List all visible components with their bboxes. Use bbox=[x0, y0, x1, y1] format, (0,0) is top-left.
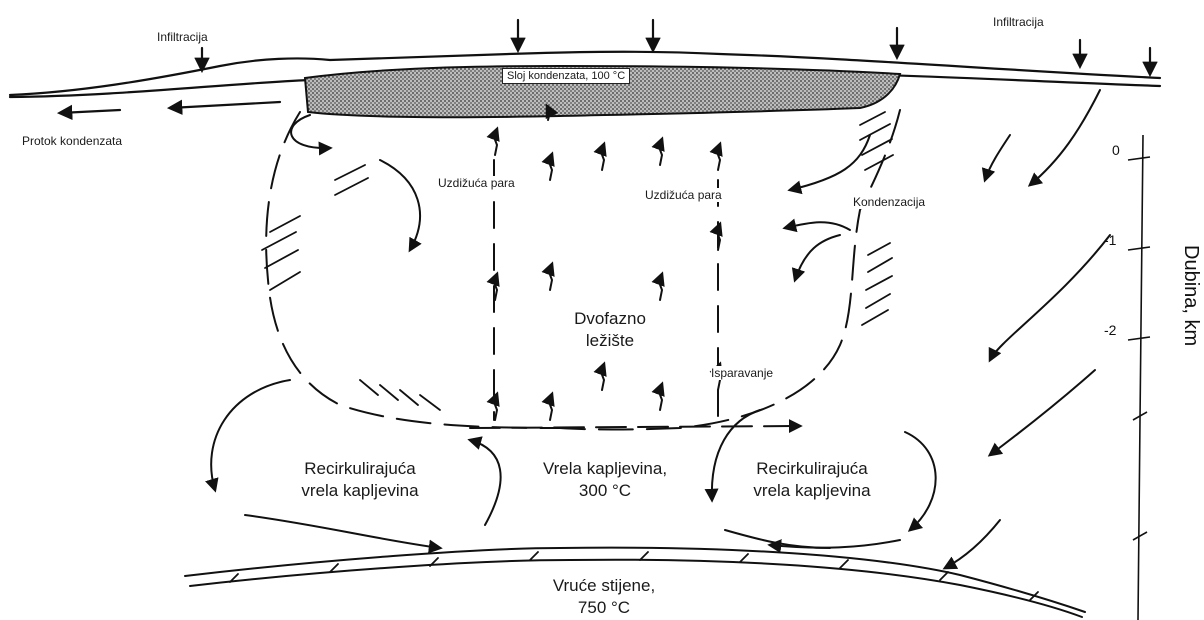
rising-steam-arrow bbox=[717, 144, 720, 170]
evaporation-line bbox=[470, 426, 800, 428]
circulation-arrow bbox=[380, 160, 420, 250]
recirculation-loop-right bbox=[905, 432, 936, 530]
label-two-phase-reservoir: Dvofazno ležište bbox=[570, 308, 650, 352]
reservoir-outline bbox=[560, 110, 900, 430]
rising-steam-arrow bbox=[549, 154, 552, 180]
label-rising-steam-right: Uzdižuća para bbox=[645, 188, 722, 202]
condensate-flow-arrow bbox=[170, 102, 280, 108]
circulation-arrow bbox=[790, 135, 870, 190]
circulation-arrow bbox=[785, 222, 850, 230]
label-recirc-left-line1: Recirkulirajuća bbox=[285, 458, 435, 480]
label-recirculating-right: Recirkulirajuća vrela kapljevina bbox=[737, 458, 887, 502]
label-boiling-liquid-line1: Vrela kapljevina, bbox=[530, 458, 680, 480]
rising-steam-arrow bbox=[549, 264, 552, 290]
label-evaporation: Isparavanje bbox=[711, 366, 773, 380]
reservoir-outline bbox=[266, 112, 560, 428]
label-infiltration-right: Infiltracija bbox=[993, 15, 1044, 29]
label-recirc-left-line2: vrela kapljevina bbox=[285, 480, 435, 502]
outer-circulation-arrow bbox=[990, 235, 1110, 360]
label-recirc-right-line2: vrela kapljevina bbox=[737, 480, 887, 502]
label-two-phase-line2: ležište bbox=[570, 330, 650, 352]
label-infiltration-left: Infiltracija bbox=[157, 30, 208, 44]
circulation-arrow bbox=[795, 235, 840, 280]
label-boiling-liquid-line2: 300 °C bbox=[530, 480, 680, 502]
outer-circulation-arrow bbox=[1030, 90, 1100, 185]
label-recirc-right-line1: Recirkulirajuća bbox=[737, 458, 887, 480]
outer-circulation-arrow bbox=[990, 370, 1095, 455]
circulation-arrow bbox=[291, 115, 330, 148]
depth-tick-0: 0 bbox=[1112, 142, 1120, 158]
rising-steam-arrow bbox=[549, 394, 552, 420]
label-recirculating-left: Recirkulirajuća vrela kapljevina bbox=[285, 458, 435, 502]
outer-circulation-arrow bbox=[945, 520, 1000, 568]
label-condensation: Kondenzacija bbox=[853, 195, 925, 209]
recirculation-loop-right bbox=[770, 540, 900, 548]
depth-tick-2: -2 bbox=[1104, 322, 1116, 338]
rising-steam-arrow bbox=[494, 129, 497, 155]
outer-circulation-arrow bbox=[985, 135, 1010, 180]
rock-hatching bbox=[230, 112, 1038, 600]
label-hot-rocks-line2: 750 °C bbox=[534, 597, 674, 619]
label-two-phase-line1: Dvofazno bbox=[570, 308, 650, 330]
label-boiling-liquid: Vrela kapljevina, 300 °C bbox=[530, 458, 680, 502]
rising-steam-arrow bbox=[659, 274, 662, 300]
label-hot-rocks-line1: Vruće stijene, bbox=[534, 575, 674, 597]
condensate-flow-arrow bbox=[60, 110, 120, 113]
label-rising-steam-left: Uzdižuća para bbox=[438, 176, 515, 190]
label-condensate-layer: Sloj kondenzata, 100 °C bbox=[502, 68, 630, 84]
label-condensate-flow: Protok kondenzata bbox=[22, 134, 122, 148]
label-hot-rocks: Vruće stijene, 750 °C bbox=[534, 575, 674, 619]
depth-tick-1: -1 bbox=[1104, 232, 1116, 248]
rising-steam-arrow bbox=[601, 364, 604, 390]
depth-axis-line bbox=[1128, 135, 1150, 620]
recirculation-loop-left bbox=[211, 380, 290, 490]
rising-steam-arrow bbox=[659, 139, 662, 165]
recirculation-loop-left bbox=[245, 515, 440, 548]
recirculation-loop-left bbox=[470, 440, 501, 525]
rising-steam-arrow bbox=[659, 384, 662, 410]
rising-steam-arrow bbox=[601, 144, 604, 170]
depth-axis-title: Dubina, km bbox=[1179, 245, 1202, 346]
